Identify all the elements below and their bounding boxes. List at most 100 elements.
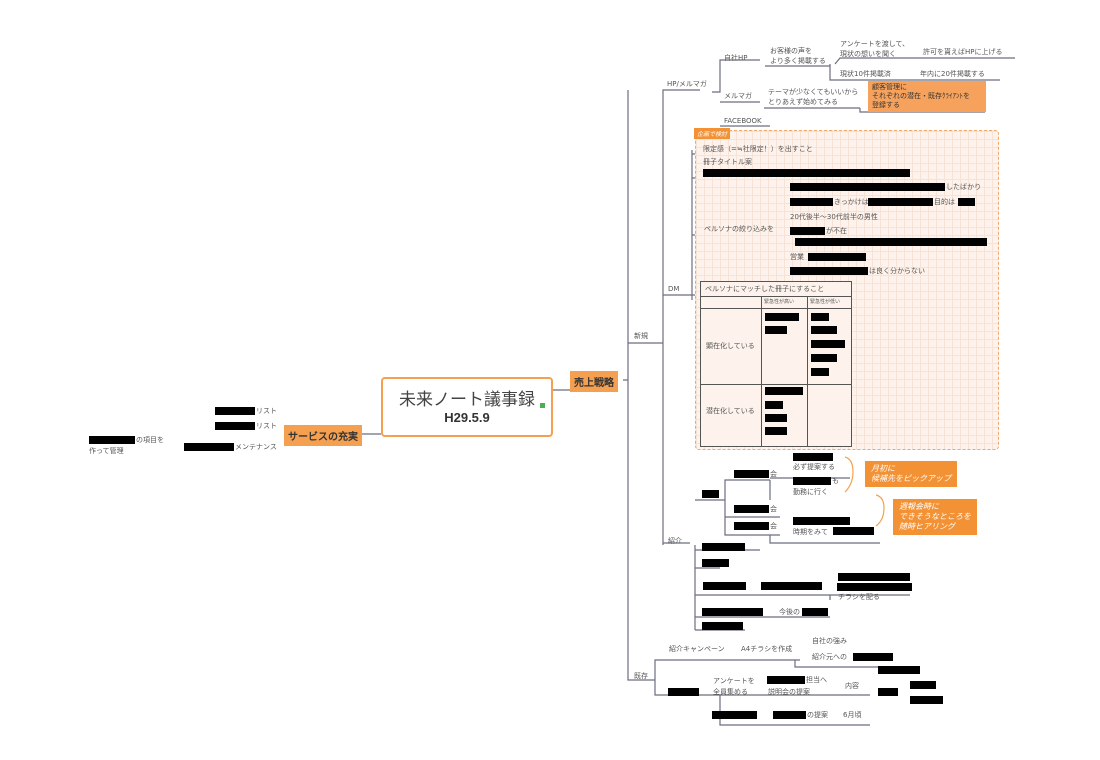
node-permit[interactable]: 許可を貰えばHPに上げる [923, 48, 1003, 56]
redacted [761, 582, 822, 590]
node-persona[interactable]: ペルソナの絞り込みを [704, 225, 774, 233]
table-title: ペルソナにマッチした冊子にすること [705, 285, 825, 293]
node-to-intro[interactable]: 紹介元への [812, 653, 847, 661]
redacted [702, 490, 719, 498]
node-visit[interactable]: 勤務に行く [793, 488, 828, 496]
node-survey-2[interactable]: 全員集める [713, 688, 748, 696]
redacted [910, 696, 943, 704]
central-date: H29.5.9 [444, 410, 490, 425]
node-branch-2[interactable]: 説明会の提案 [768, 688, 810, 696]
node-theme-1[interactable]: テーマが少なくてもいいから [768, 88, 859, 96]
node-branch-1[interactable]: 担当へ [806, 676, 827, 684]
redacted [702, 608, 763, 616]
redacted [795, 238, 987, 246]
redacted [790, 227, 825, 235]
redacted [793, 453, 833, 461]
node-future[interactable]: 今後の [779, 608, 800, 616]
node-timing[interactable]: 時期をみて [793, 528, 828, 536]
node-p6[interactable]: は良く分からない [869, 267, 925, 275]
redacted [702, 622, 743, 630]
callout-monthly[interactable]: 月初に 候補先をピックアップ [865, 461, 957, 487]
col-urgent-high: 緊急性が高い [764, 299, 795, 305]
callout-weekly[interactable]: 週報会時に できそうなところを 随時ヒアリング [893, 499, 977, 535]
redacted [734, 522, 769, 530]
redacted [793, 477, 831, 485]
redacted [878, 688, 898, 696]
central-title: 未来ノート議事録 [399, 390, 535, 410]
node-maintenance[interactable]: メンテナンス [235, 443, 277, 451]
node-mailmag[interactable]: メルマガ [724, 92, 752, 100]
node-theme-2[interactable]: とりあえず始めてみる [768, 98, 838, 106]
node-new[interactable]: 新規 [634, 332, 648, 340]
redacted [853, 653, 893, 661]
node-dm[interactable]: DM [668, 285, 680, 293]
node-content[interactable]: 内容 [845, 682, 859, 690]
redacted [790, 183, 945, 191]
node-voice-2[interactable]: より多く掲載する [770, 57, 826, 65]
node-survey-1[interactable]: アンケートを [713, 677, 755, 685]
node-p2b[interactable]: 目的は [934, 198, 955, 206]
redacted [734, 470, 769, 478]
node-goal[interactable]: 年内に20件掲載する [920, 70, 985, 78]
node-p2a[interactable]: きっかけは [834, 198, 869, 206]
redacted [802, 608, 828, 616]
node-facebook[interactable]: FACEBOOK [724, 117, 762, 125]
node-a4[interactable]: A4チラシを作成 [741, 645, 793, 653]
node-list-1[interactable]: リスト [256, 407, 277, 415]
topic-service[interactable]: サービスの充実 [284, 425, 362, 446]
node-survey-2[interactable]: 現状の想いを聞く [840, 50, 896, 58]
central-topic[interactable]: 未来ノート議事録 H29.5.9 [381, 377, 553, 437]
redacted [734, 505, 769, 513]
redacted [833, 527, 874, 535]
node-current[interactable]: 現状10件掲載済 [840, 70, 891, 78]
redacted [702, 543, 745, 551]
node-existing[interactable]: 既存 [634, 672, 648, 680]
node-title-idea[interactable]: 冊子タイトル案 [703, 158, 752, 166]
crm-line-3: 登録する [872, 101, 900, 109]
node-intro-b[interactable]: 会 [770, 505, 777, 513]
redacted [712, 711, 757, 719]
node-campaign[interactable]: 紹介キャンペーン [669, 645, 725, 653]
row-latent: 潜在化している [706, 407, 755, 415]
node-must[interactable]: 必ず提案する [793, 463, 835, 471]
node-p5[interactable]: 営業 [790, 253, 804, 261]
node-p4[interactable]: が不在 [826, 227, 847, 235]
node-limited[interactable]: 限定感（=≒社限定！）を出すこと [703, 145, 813, 153]
node-june[interactable]: 6月頃 [843, 711, 862, 719]
matrix-table: ペルソナにマッチした冊子にすること 緊急性が高い 緊急性が低い 顕在化している … [700, 281, 852, 447]
redacted [790, 198, 833, 206]
redacted [837, 583, 912, 591]
col-urgent-low: 緊急性が低い [810, 299, 841, 305]
node-hp-mailmag[interactable]: HP/メルマガ [667, 80, 707, 88]
node-also[interactable]: も [832, 477, 839, 485]
node-intro-c[interactable]: 会 [770, 522, 777, 530]
redacted [89, 436, 135, 444]
node-voice-1[interactable]: お客様の声を [770, 47, 812, 55]
row-manifest: 顕在化している [706, 342, 755, 350]
redacted [668, 688, 699, 696]
node-flyer[interactable]: チラシを配る [838, 593, 880, 601]
topic-sales-strategy[interactable]: 売上戦略 [570, 371, 618, 392]
node-items[interactable]: の項目を [136, 436, 164, 444]
redacted [868, 198, 933, 206]
node-own-hp[interactable]: 自社HP [724, 54, 748, 62]
redacted [808, 253, 866, 261]
node-strength[interactable]: 自社の強み [812, 637, 847, 645]
node-proposal[interactable]: の提案 [807, 711, 828, 719]
node-survey-1[interactable]: アンケートを渡して、 [840, 40, 910, 48]
crm-line-1: 顧客管理に [872, 83, 907, 91]
node-list-2[interactable]: リスト [256, 422, 277, 430]
node-intro-a[interactable]: 会 [770, 470, 777, 478]
node-crm[interactable]: 顧客管理に それぞれの潜在・既存ｸﾗｲｱﾝﾄを 登録する [868, 81, 986, 112]
redacted [793, 517, 850, 525]
node-manage[interactable]: 作って管理 [89, 447, 124, 455]
redacted [878, 666, 920, 674]
redacted [702, 559, 729, 567]
callout-line: できそうなところを [899, 512, 971, 521]
node-p1[interactable]: したばかり [946, 183, 982, 191]
node-p3[interactable]: 20代後半〜30代前半の男性 [790, 213, 878, 221]
redacted [215, 422, 255, 430]
node-intro[interactable]: 紹介 [668, 537, 682, 545]
redacted [958, 198, 975, 206]
